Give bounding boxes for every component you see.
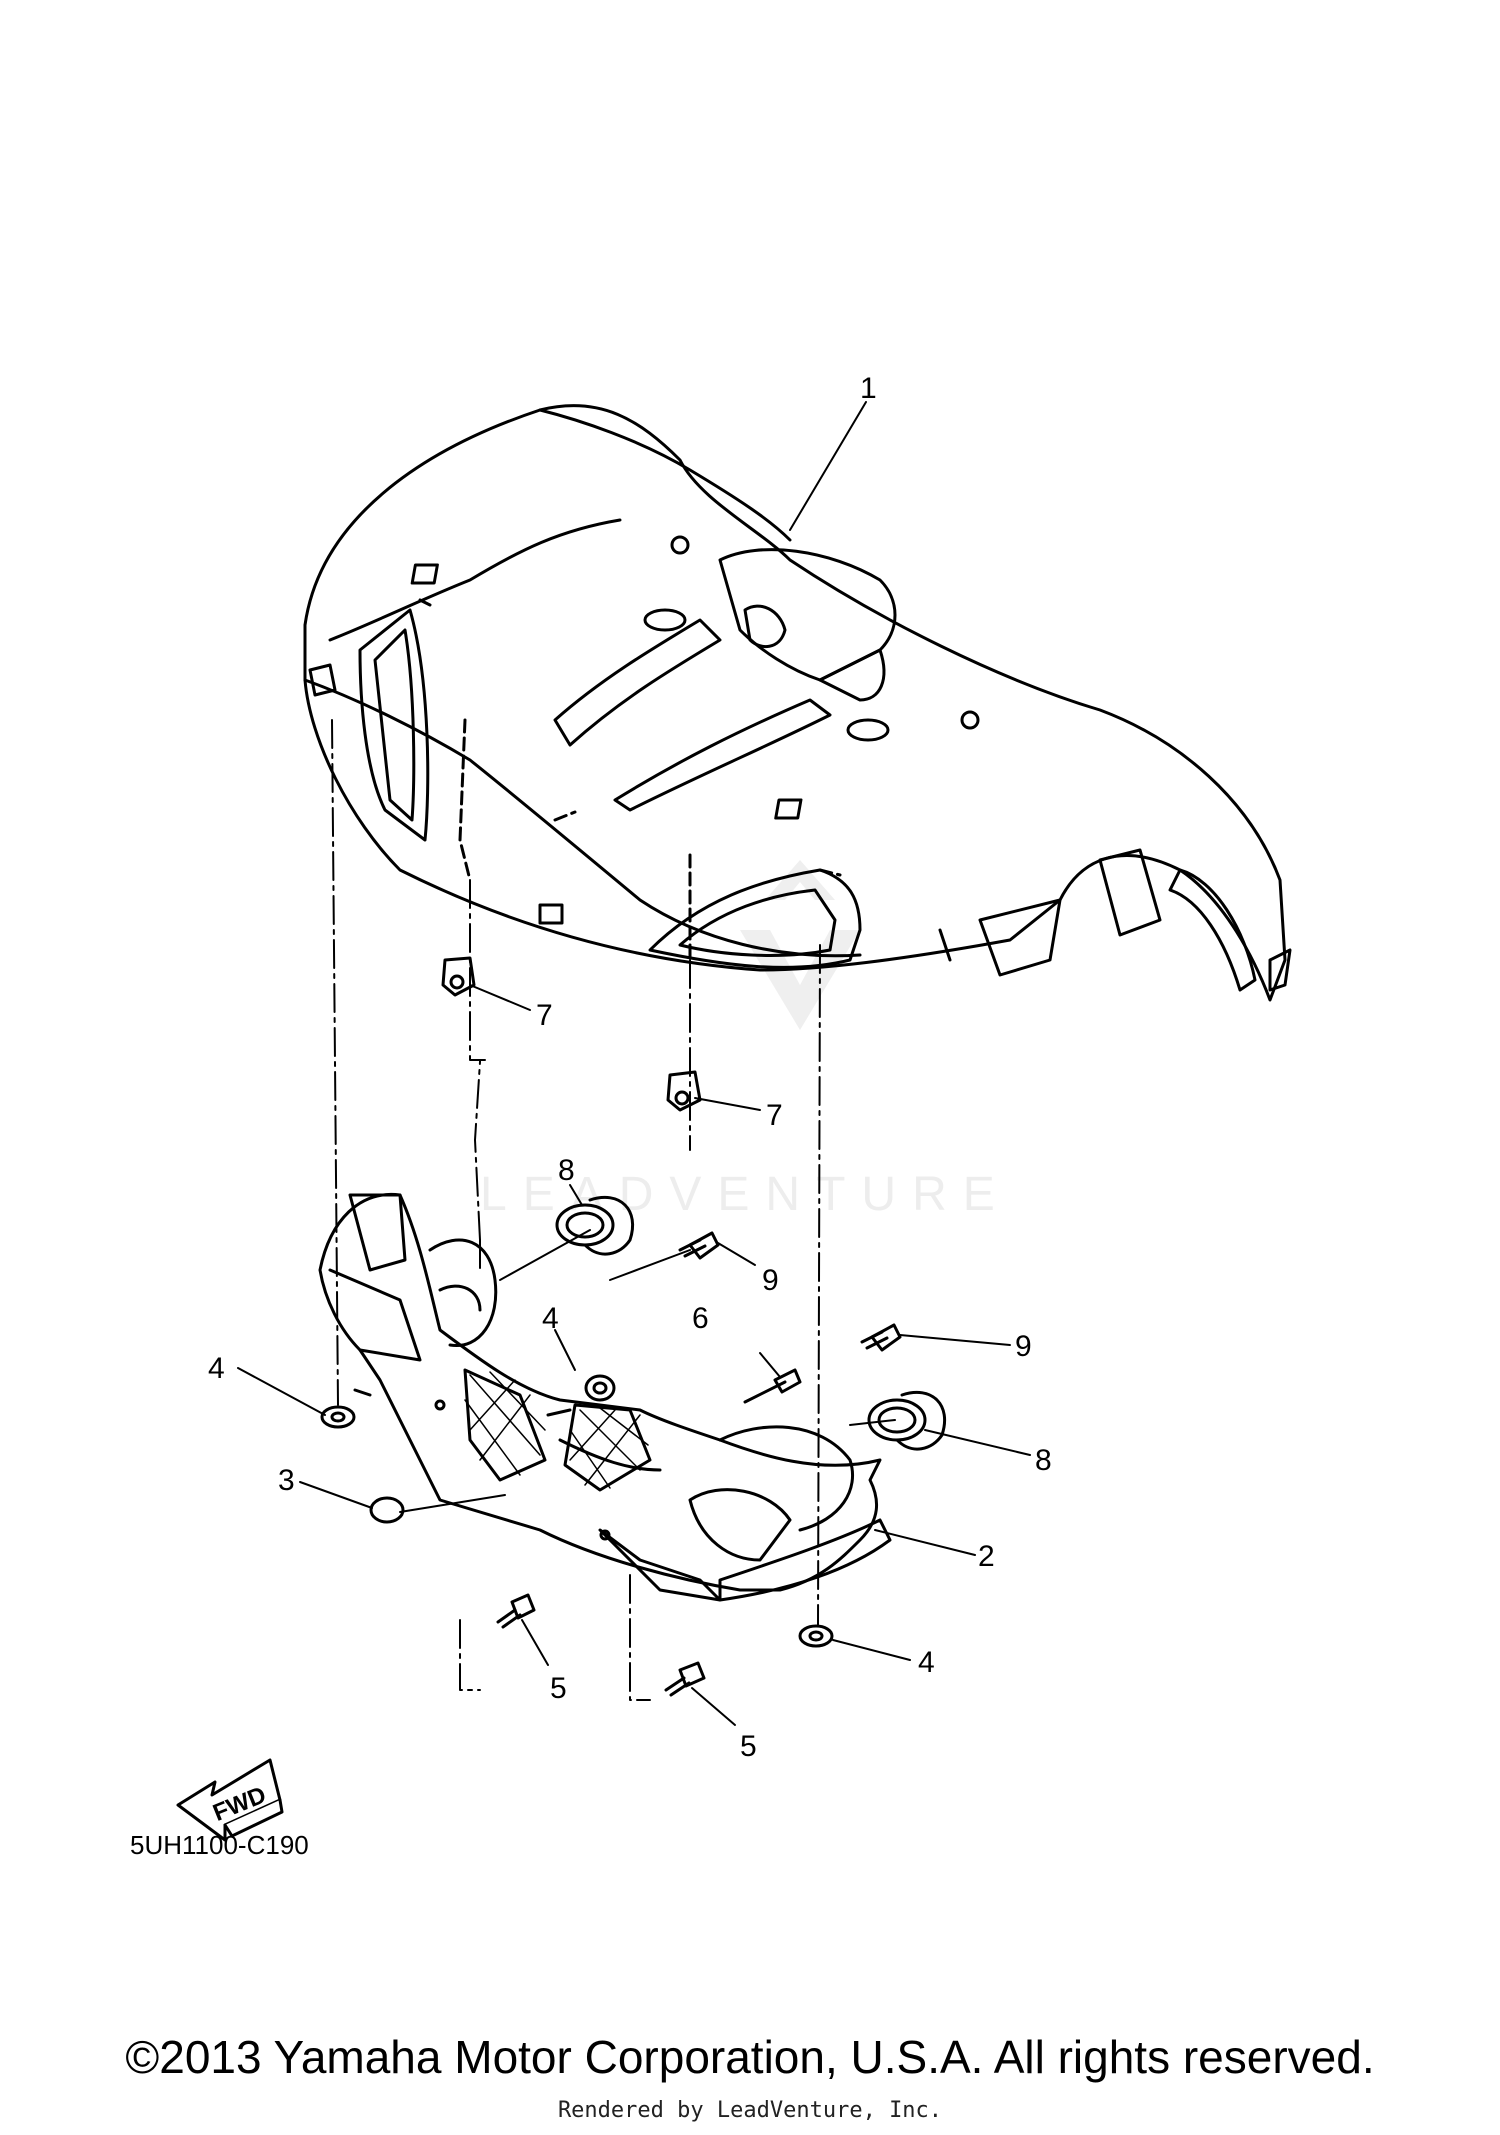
screw-part-6	[743, 1368, 802, 1404]
grommet-part-8a	[555, 1195, 635, 1256]
callout-4a: 4	[542, 1302, 559, 1335]
callout-5b: 5	[740, 1730, 757, 1763]
callout-5a: 5	[550, 1672, 567, 1705]
callout-3: 3	[278, 1464, 295, 1497]
bolt-part-5b	[664, 1661, 706, 1697]
copyright-notice: ©2013 Yamaha Motor Corporation, U.S.A. A…	[125, 2031, 1375, 2083]
callout-1: 1	[860, 372, 877, 405]
callout-7a: 7	[536, 999, 553, 1032]
watermark-logo-icon	[740, 860, 860, 1030]
bolt-part-9a	[678, 1231, 720, 1260]
callout-4b: 4	[208, 1352, 225, 1385]
front-fender-part	[303, 404, 1292, 1002]
washer-part-4b	[584, 1374, 616, 1402]
callout-labels: 1 7 7 8 9 4 6 9 4 8 3 2 4 5 5	[208, 372, 1052, 1763]
alignment-lines	[331, 719, 821, 1701]
washer-part-4a	[320, 1405, 356, 1429]
callout-9b: 9	[1015, 1330, 1032, 1363]
hidden-lines	[418, 598, 842, 962]
bolt-part-5a	[496, 1593, 536, 1629]
emblem-part-3	[369, 1496, 405, 1524]
diagram-code: 5UH1100-C190	[130, 1830, 309, 1860]
callout-9a: 9	[762, 1264, 779, 1297]
callout-2: 2	[978, 1540, 995, 1573]
forward-arrow-icon	[176, 1758, 284, 1842]
callout-4c: 4	[918, 1646, 935, 1679]
washer-part-4c	[798, 1624, 834, 1648]
bolt-part-9b	[860, 1323, 902, 1352]
callout-8b: 8	[1035, 1444, 1052, 1477]
clip-nut-part-7a	[441, 956, 476, 997]
rendered-by-notice: Rendered by LeadVenture, Inc.	[557, 2098, 943, 2123]
callout-6: 6	[692, 1302, 709, 1335]
leader-lines	[237, 401, 1031, 1726]
callout-8a: 8	[558, 1154, 575, 1187]
front-guard-part	[318, 1192, 892, 1602]
clip-nut-part-7b	[666, 1070, 702, 1112]
callout-7b: 7	[766, 1099, 783, 1132]
